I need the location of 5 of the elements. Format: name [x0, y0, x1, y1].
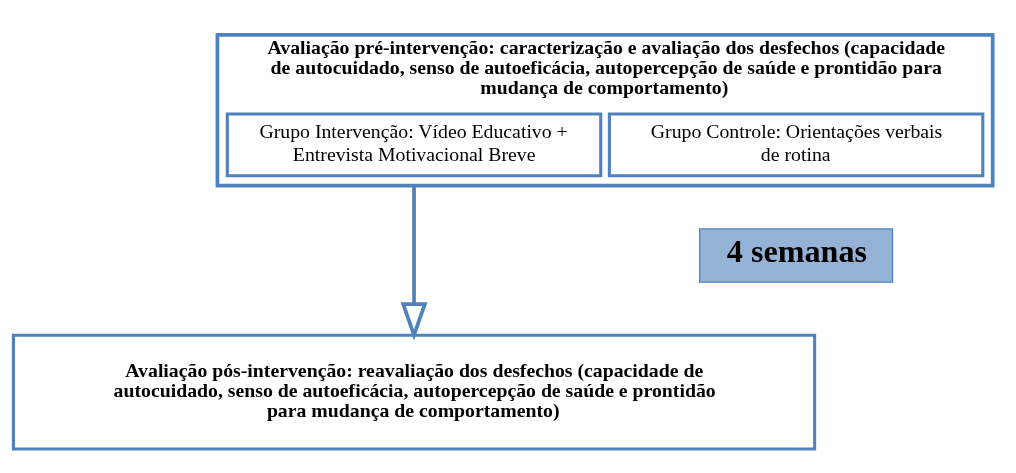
- node-box: 4 semanas: [699, 227, 894, 283]
- node-box: Avaliação pós-intervenção: reavaliação dos desfechos (capacidade de autocuidado, senso de autoeficácia, autopercepção de saúde e prontidão para mudança de comportamento): [11, 333, 817, 451]
- node-box: Grupo Intervenção: Vídeo Educativo + Entrevista Motivacional Breve: [225, 111, 603, 177]
- node-box: Grupo Controle: Orientações verbais de rotina: [607, 111, 985, 177]
- arrow: [400, 185, 428, 341]
